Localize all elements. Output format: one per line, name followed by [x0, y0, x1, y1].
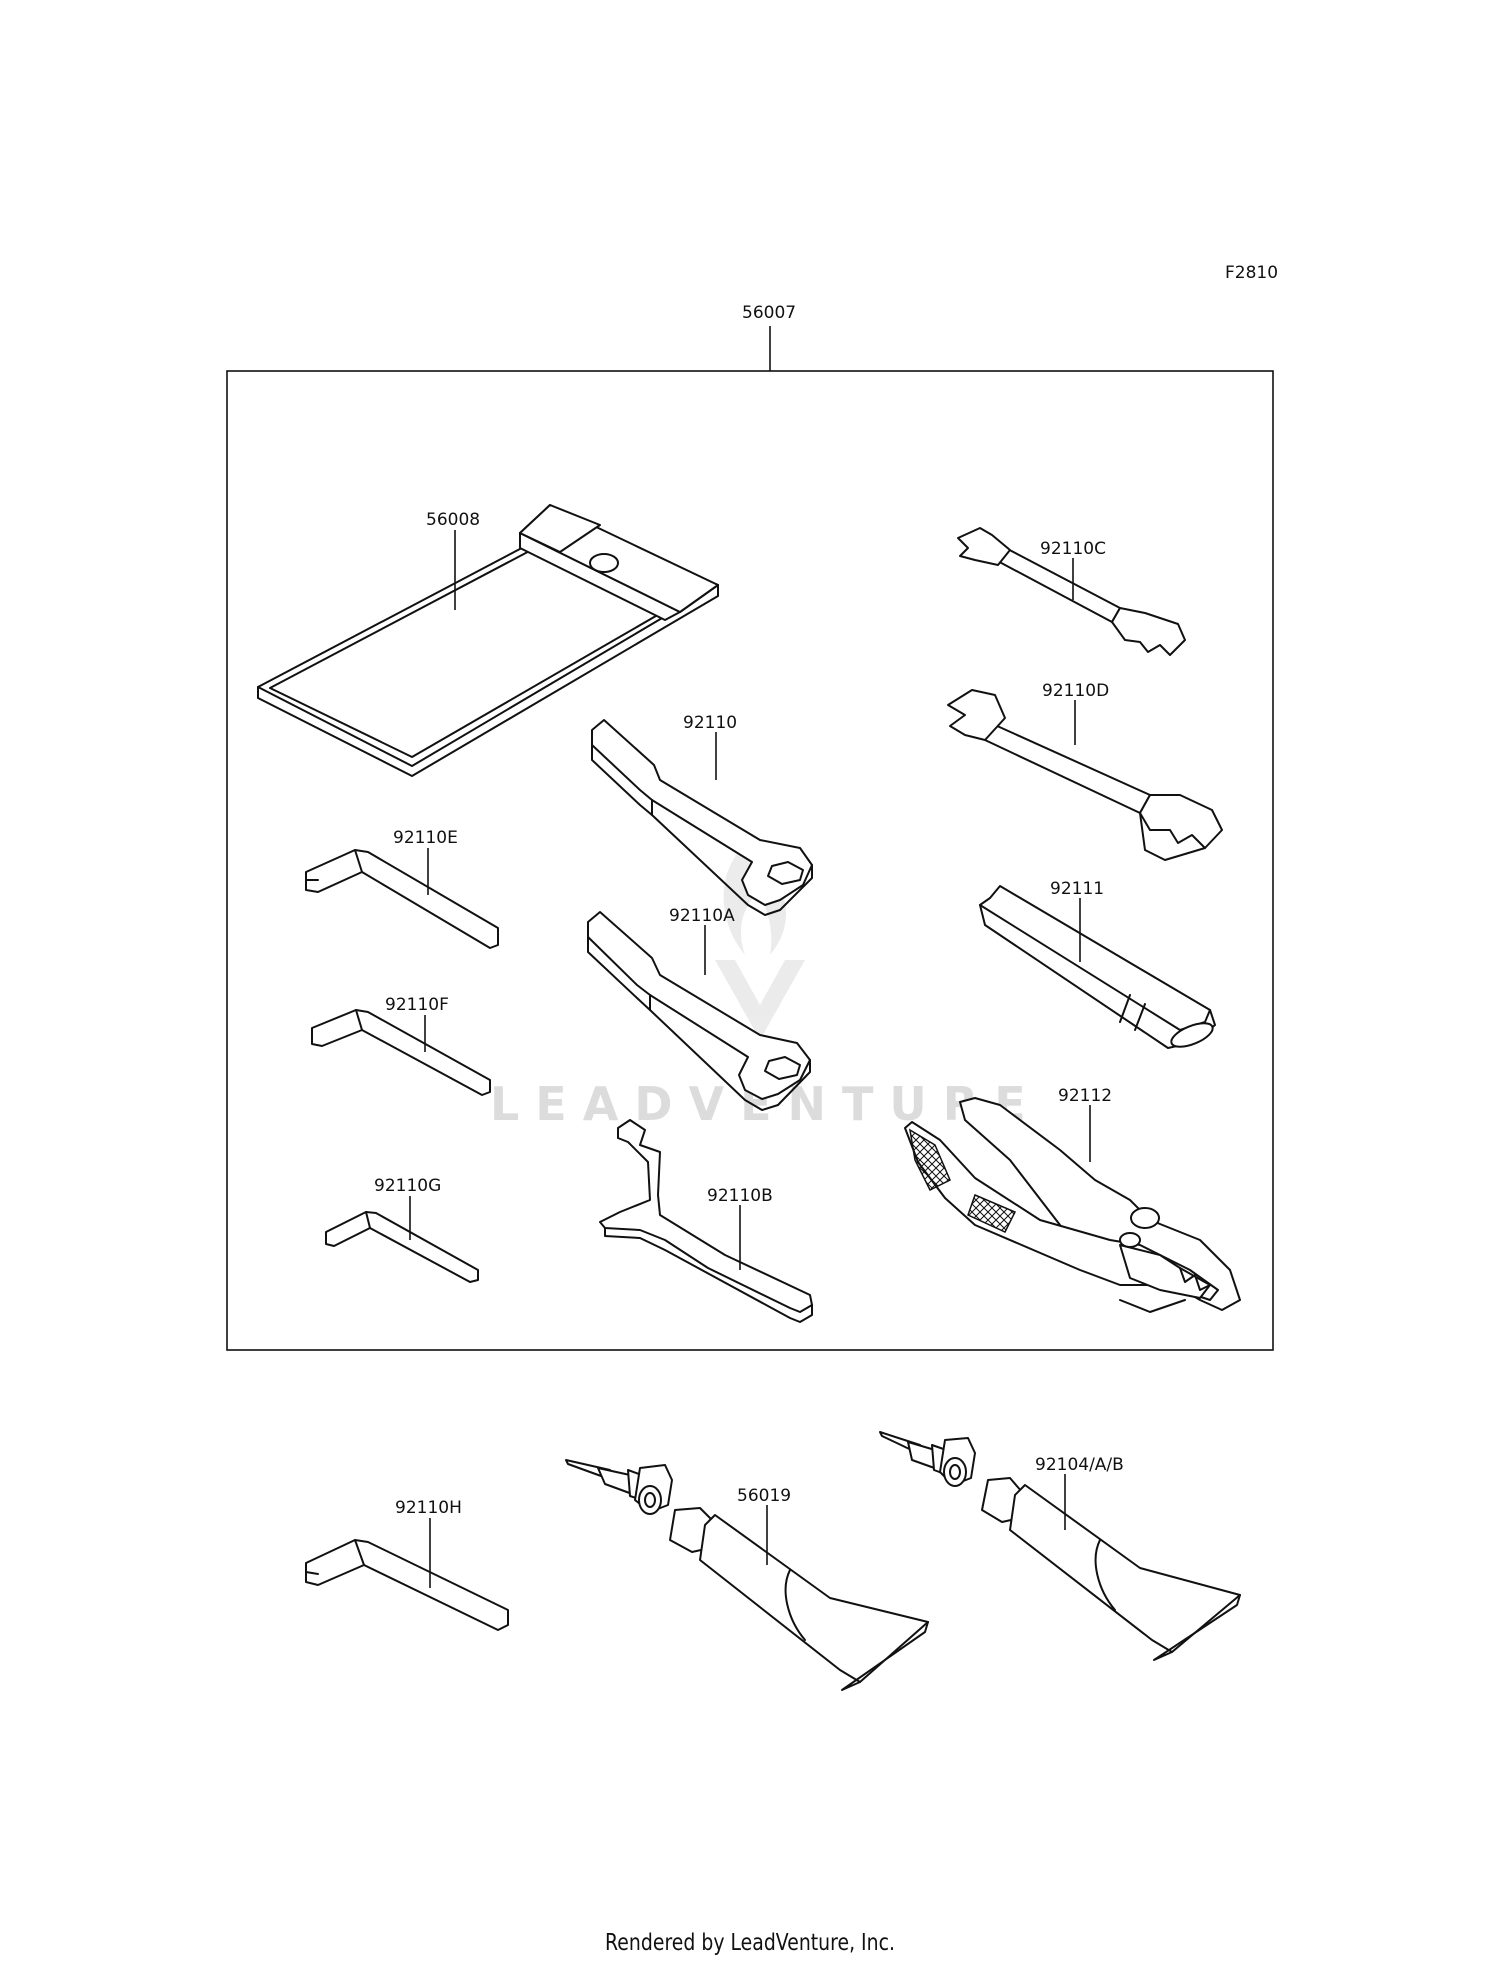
label-56007: 56007: [742, 303, 796, 323]
label-92104: 92104/A/B: [1035, 1455, 1124, 1475]
label-92112: 92112: [1058, 1086, 1112, 1106]
label-56008: 56008: [426, 510, 480, 530]
box-wrench-92110A: [587, 911, 811, 1111]
open-wrench-92110D: [947, 689, 1223, 861]
footer-credit: Rendered by LeadVenture, Inc.: [605, 1930, 895, 1956]
label-92110E: 92110E: [393, 828, 458, 848]
box-wrench-92110: [591, 719, 813, 916]
label-92110D: 92110D: [1042, 681, 1109, 701]
kit-box: [226, 370, 1274, 1351]
label-92110G: 92110G: [374, 1176, 441, 1196]
label-92110H: 92110H: [395, 1498, 462, 1518]
hex-key-92110F: [311, 1009, 491, 1096]
hex-key-92110G: [325, 1211, 479, 1283]
handle-tube-92111: [979, 885, 1216, 1049]
grease-tube-56019: [565, 1459, 929, 1691]
hex-key-92110H: [305, 1539, 509, 1631]
label-92111: 92111: [1050, 879, 1104, 899]
pliers-92112: [904, 1097, 1241, 1313]
hook-spanner-92110B: [599, 1119, 813, 1323]
label-56019: 56019: [737, 1486, 791, 1506]
label-92110B: 92110B: [707, 1186, 773, 1206]
figure-code: F2810: [1225, 263, 1278, 283]
tool-pouch-56008: [257, 504, 719, 777]
open-wrench-92110C: [957, 527, 1186, 656]
hex-key-92110E: [305, 849, 499, 949]
label-92110C: 92110C: [1040, 539, 1106, 559]
label-92110A: 92110A: [669, 906, 735, 926]
label-92110: 92110: [683, 713, 737, 733]
label-92110F: 92110F: [385, 995, 449, 1015]
grease-tube-92104: [879, 1431, 1241, 1661]
